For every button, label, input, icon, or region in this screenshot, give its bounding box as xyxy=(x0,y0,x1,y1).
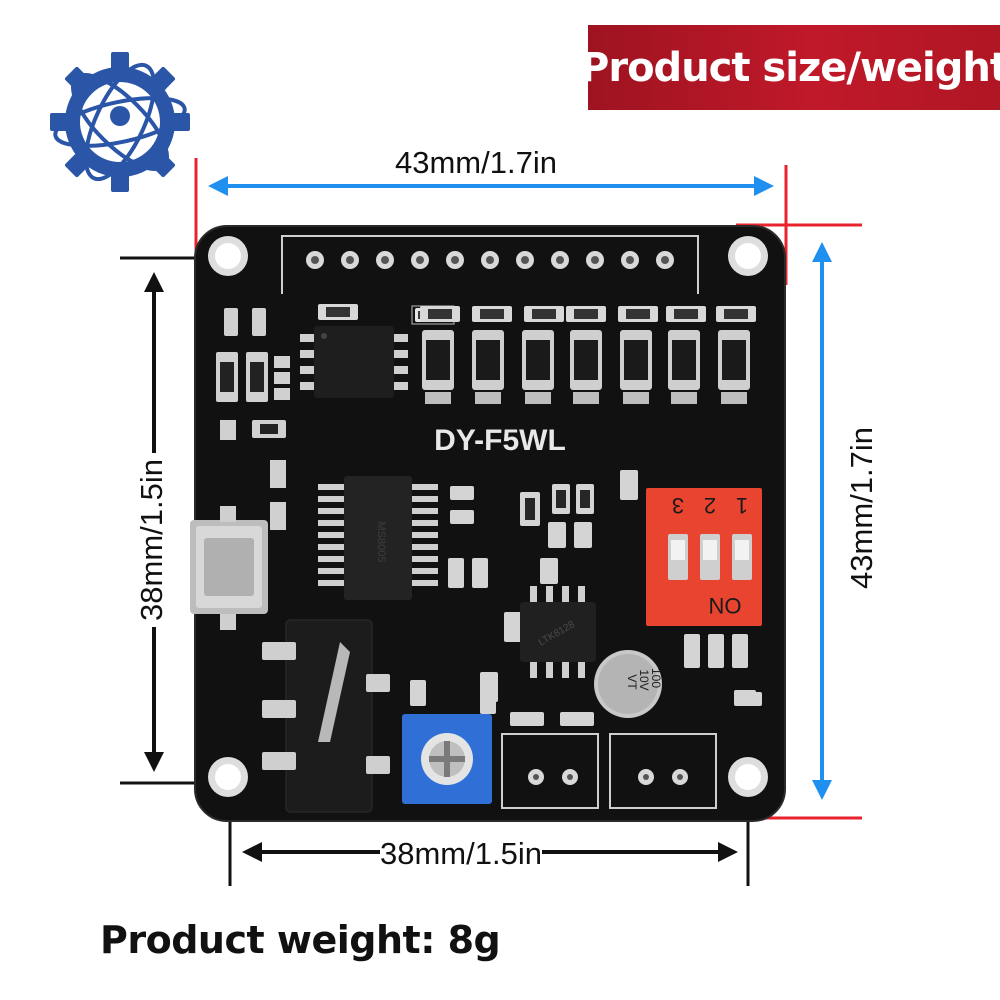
product-weight: Product weight: 8g xyxy=(100,918,501,962)
header-title: Product size/weight xyxy=(580,44,1000,91)
electrolytic-capacitor: 100 10V VT xyxy=(594,650,663,718)
dimension-top-width: 43mm/1.7in xyxy=(395,145,557,180)
dimension-right-height: 43mm/1.7in xyxy=(844,421,879,595)
speaker-connectors xyxy=(501,733,717,809)
trimmer-potentiometer xyxy=(402,714,492,804)
board-model-label: DY-F5WL xyxy=(434,424,566,457)
main-ic: MS8005 xyxy=(318,476,438,600)
mounting-holes xyxy=(208,236,768,797)
amp-ic: LTK8128 xyxy=(520,586,596,678)
micro-usb-connector xyxy=(190,506,268,630)
gear-atom-logo-icon xyxy=(50,52,190,192)
capacitor-voltage: 10V xyxy=(637,669,651,690)
main-ic-label: MS8005 xyxy=(375,522,387,563)
capacitor-series: VT xyxy=(625,674,639,690)
diode-row xyxy=(422,330,750,404)
dimension-bottom-width: 38mm/1.5in xyxy=(380,836,542,871)
dip-number-3: 3 xyxy=(672,493,684,518)
dip-number-2: 2 xyxy=(704,493,716,518)
audio-jack xyxy=(262,619,390,813)
capacitor-value: 100 xyxy=(649,668,663,688)
dip-number-1: 1 xyxy=(736,493,748,518)
dip-switch: 3 2 1 ON xyxy=(646,488,762,626)
pcb-board: DY-F5WL MS8005 xyxy=(190,225,786,822)
flash-chip xyxy=(300,326,408,398)
header-banner: Product size/weight xyxy=(580,25,1000,110)
dip-on-label: ON xyxy=(709,593,742,618)
dimension-left-height: 38mm/1.5in xyxy=(134,453,169,627)
